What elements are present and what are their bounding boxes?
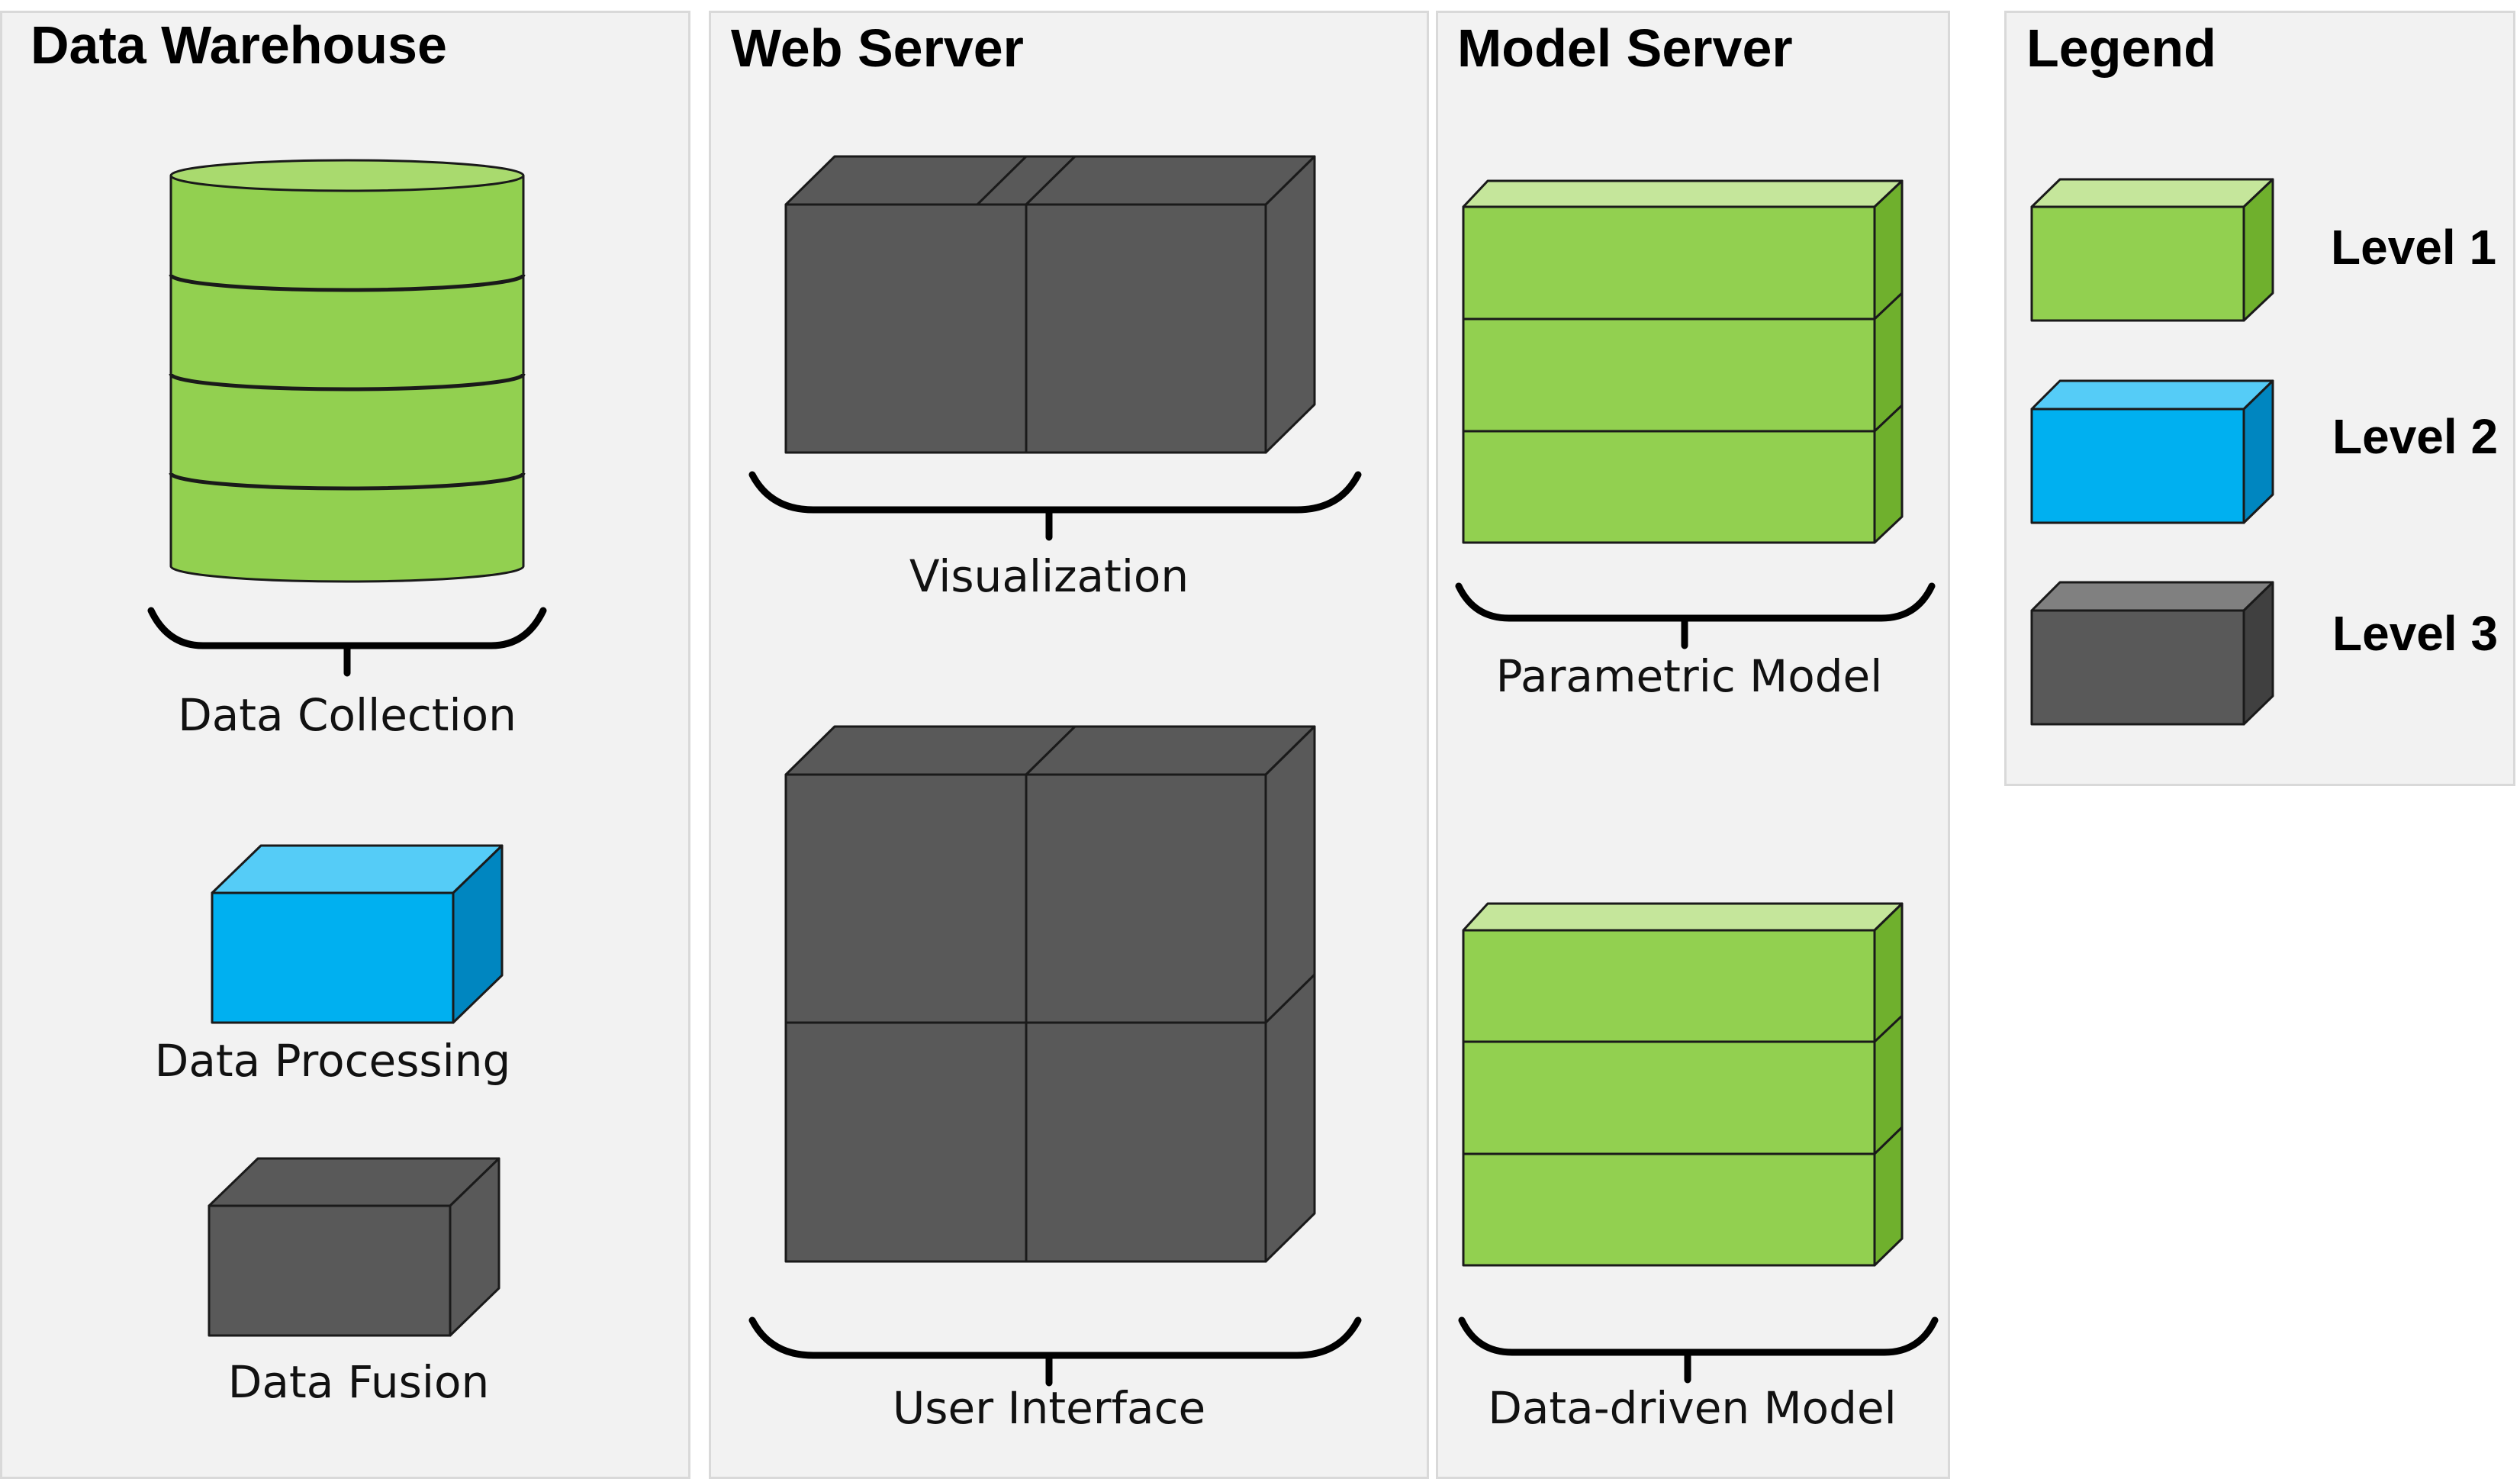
- box-top: [208, 1157, 500, 1207]
- cylinder-top: [169, 159, 525, 192]
- cube-top: [1025, 155, 1316, 206]
- box-front: [211, 891, 455, 1024]
- data-driven-model-brace: [1458, 1316, 1939, 1384]
- stack-side: [1873, 902, 1904, 1267]
- cylinder-body: [169, 176, 525, 583]
- legend-label-level3: Level 3: [2332, 606, 2499, 661]
- legend-label-level1: Level 1: [2331, 220, 2497, 275]
- stack-edge: [1873, 404, 1904, 433]
- data-fusion-box: [208, 1157, 500, 1337]
- visualization-brace: [748, 471, 1362, 541]
- cube-front: [784, 203, 1028, 454]
- data-collection-cylinder: [169, 159, 526, 583]
- box-top: [211, 844, 504, 894]
- legend-swatch-level2: [2030, 379, 2274, 524]
- cube-top: [1025, 725, 1316, 776]
- data-driven-model-stack: [1462, 902, 1904, 1267]
- data-fusion-label: Data Fusion: [227, 1356, 490, 1408]
- cube-front: [1025, 203, 1267, 454]
- cube-front: [1025, 1021, 1267, 1263]
- visualization-label: Visualization: [909, 550, 1189, 602]
- user-interface-cubes: [784, 725, 1316, 1263]
- parametric-model-brace: [1455, 582, 1936, 649]
- data-collection-label: Data Collection: [178, 689, 517, 741]
- web-server-title: Web Server: [731, 18, 1024, 78]
- model-server-title: Model Server: [1457, 18, 1793, 78]
- parametric-model-stack: [1462, 179, 1904, 544]
- stack-edge: [1873, 1014, 1904, 1043]
- cube-edge: [976, 155, 1028, 206]
- legend-swatch-level3: [2030, 581, 2274, 726]
- stack-layer: [1462, 205, 1876, 321]
- stack-layer: [1462, 317, 1876, 433]
- cube-front: [1025, 773, 1267, 1024]
- stack-edge: [1873, 1126, 1904, 1155]
- cube-edge: [1264, 973, 1316, 1024]
- stack-layer: [1462, 1152, 1876, 1267]
- data-collection-brace: [147, 607, 547, 677]
- stack-top: [1462, 902, 1904, 932]
- stack-side: [1873, 179, 1904, 544]
- cube-top: [784, 155, 1077, 206]
- stack-layer: [1462, 430, 1876, 544]
- cube-front: [784, 773, 1028, 1024]
- stack-edge: [1873, 292, 1904, 321]
- cube-side: [1264, 725, 1316, 1263]
- cylinder-band: [169, 274, 526, 292]
- data-driven-model-label: Data-driven Model: [1488, 1382, 1897, 1434]
- cube-side: [1264, 155, 1316, 454]
- cube-front: [784, 1021, 1028, 1263]
- stack-layer: [1462, 929, 1876, 1043]
- legend-label-level2: Level 2: [2332, 409, 2499, 464]
- stack-top: [1462, 179, 1904, 208]
- parametric-model-label: Parametric Model: [1495, 650, 1883, 702]
- cylinder-band: [169, 373, 526, 392]
- data-processing-label: Data Processing: [154, 1035, 511, 1087]
- visualization-cubes: [784, 155, 1316, 454]
- cube-top: [784, 725, 1077, 776]
- data-warehouse-title: Data Warehouse: [31, 15, 447, 75]
- cylinder-band: [169, 472, 526, 491]
- user-interface-label: User Interface: [892, 1382, 1206, 1434]
- stack-layer: [1462, 1040, 1876, 1155]
- legend-title: Legend: [2026, 18, 2216, 78]
- data-processing-box: [211, 844, 504, 1024]
- box-front: [208, 1204, 452, 1337]
- legend-swatch-level1: [2030, 178, 2274, 322]
- user-interface-brace: [748, 1316, 1362, 1387]
